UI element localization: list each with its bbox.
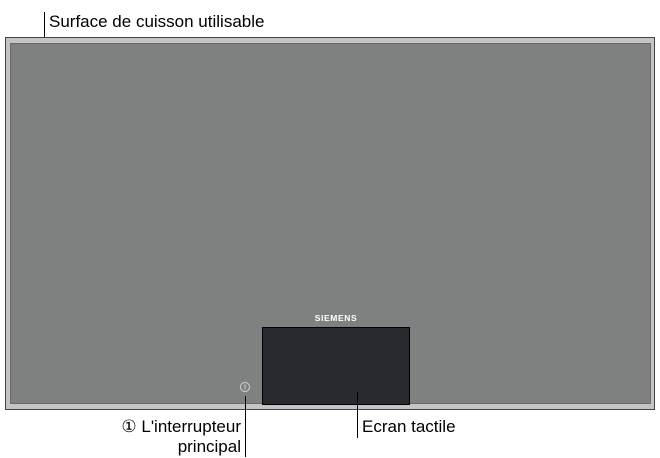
main-switch-label: ① L'interrupteur principal: [80, 417, 241, 457]
main-switch-symbol: ①: [121, 417, 137, 436]
main-switch-label-line2: principal: [177, 437, 241, 456]
power-icon[interactable]: [239, 381, 251, 393]
brand-logo: SIEMENS: [314, 313, 358, 323]
touch-display-leader: [357, 392, 358, 438]
main-switch-label-line1: L'interrupteur: [141, 417, 241, 436]
cooking-surface-label: Surface de cuisson utilisable: [49, 12, 265, 31]
touch-display[interactable]: [262, 327, 410, 405]
main-switch-leader: [245, 396, 246, 457]
touch-display-label: Ecran tactile: [362, 417, 456, 436]
